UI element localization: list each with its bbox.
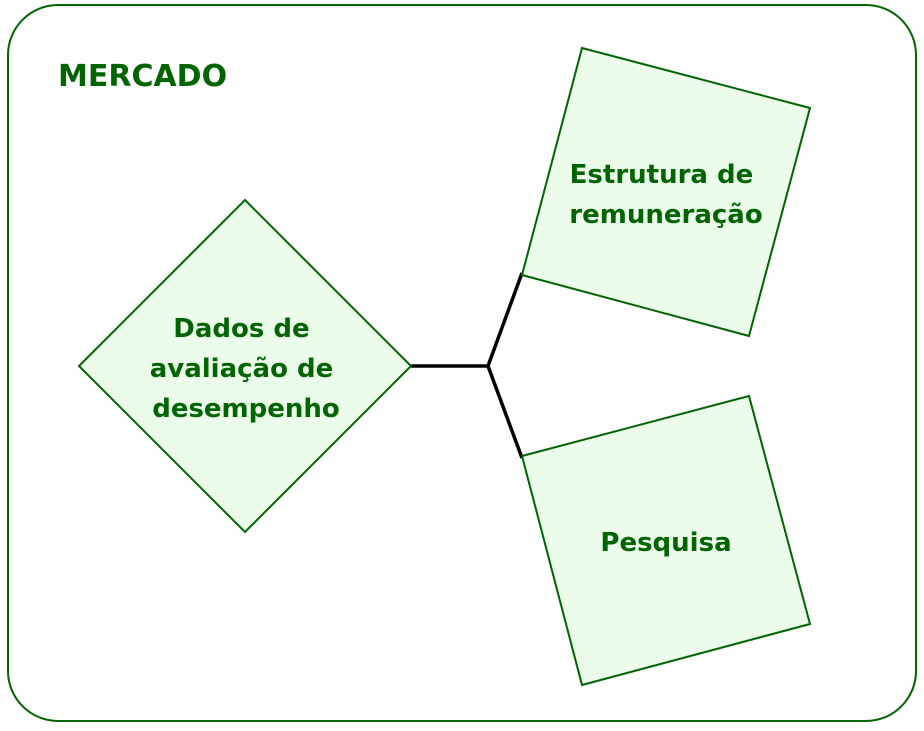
top-box-label: Estrutura de remuneração bbox=[569, 160, 762, 230]
top-box bbox=[520, 46, 812, 338]
connector bbox=[411, 272, 524, 459]
bottom-box-label: Pesquisa bbox=[600, 528, 731, 558]
container-title: MERCADO bbox=[58, 59, 227, 94]
center-label: Dados de avaliação de desempenho bbox=[150, 314, 343, 424]
center-diamond bbox=[77, 198, 413, 534]
bottom-box bbox=[520, 394, 812, 687]
